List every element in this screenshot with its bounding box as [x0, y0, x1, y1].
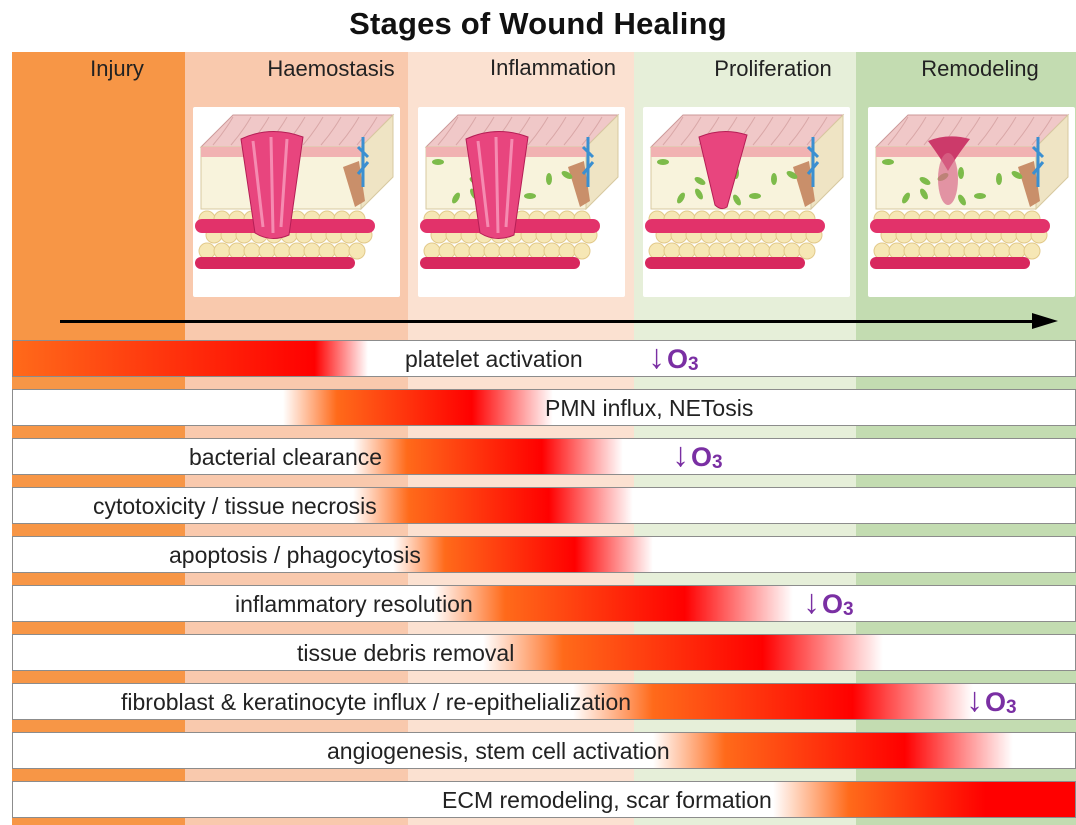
process-bar-gradient	[653, 733, 1013, 768]
ozone-decrease-marker: ↓O3	[803, 582, 854, 622]
process-bar: cytotoxicity / tissue necrosis	[12, 487, 1076, 524]
process-bar-gradient	[393, 537, 653, 572]
process-label: cytotoxicity / tissue necrosis	[93, 488, 377, 524]
process-bar: fibroblast & keratinocyte influx / re-ep…	[12, 683, 1076, 720]
stage-label-remodeling: Remodeling	[875, 56, 1076, 82]
ozone-symbol: O	[822, 589, 843, 619]
process-label: ECM remodeling, scar formation	[442, 782, 772, 818]
process-label: inflammatory resolution	[235, 586, 473, 622]
down-arrow-icon: ↓	[672, 436, 689, 474]
ozone-subscript: 3	[712, 452, 723, 473]
process-label: tissue debris removal	[297, 635, 514, 671]
down-arrow-icon: ↓	[966, 681, 983, 719]
process-label: platelet activation	[405, 341, 583, 377]
process-label: fibroblast & keratinocyte influx / re-ep…	[121, 684, 631, 720]
process-bar-gradient	[283, 390, 553, 425]
diagram-title: Stages of Wound Healing	[0, 6, 1076, 42]
process-label: apoptosis / phagocytosis	[169, 537, 421, 573]
skin-illustration-inflammation	[418, 107, 625, 297]
down-arrow-icon: ↓	[648, 338, 665, 376]
stage-label-injury: Injury	[12, 56, 222, 82]
process-bar-gradient	[573, 684, 973, 719]
stage-label-haemostasis: Haemostasis	[226, 56, 436, 82]
skin-illustration-remodeling	[868, 107, 1075, 297]
stage-label-inflammation: Inflammation	[448, 55, 658, 81]
timeline-arrow-line	[60, 320, 1035, 323]
skin-illustration-haemostasis	[193, 107, 400, 297]
ozone-symbol: O	[985, 687, 1006, 717]
process-label: angiogenesis, stem cell activation	[327, 733, 670, 769]
ozone-subscript: 3	[688, 354, 699, 375]
process-bar-gradient	[483, 635, 883, 670]
ozone-decrease-marker: ↓O3	[966, 680, 1017, 720]
process-bar: angiogenesis, stem cell activation	[12, 732, 1076, 769]
process-bar-gradient	[13, 341, 368, 376]
process-bar-gradient	[773, 782, 1076, 817]
skin-illustration-proliferation	[643, 107, 850, 297]
process-bar: bacterial clearance	[12, 438, 1076, 475]
ozone-subscript: 3	[843, 599, 854, 620]
process-label: bacterial clearance	[189, 439, 382, 475]
process-bar-gradient	[433, 586, 793, 621]
process-bar: tissue debris removal	[12, 634, 1076, 671]
ozone-subscript: 3	[1006, 697, 1017, 718]
process-bar: PMN influx, NETosis	[12, 389, 1076, 426]
ozone-symbol: O	[667, 344, 688, 374]
ozone-decrease-marker: ↓O3	[648, 337, 699, 377]
process-bar: apoptosis / phagocytosis	[12, 536, 1076, 573]
process-bar: inflammatory resolution	[12, 585, 1076, 622]
process-bar-gradient	[353, 439, 623, 474]
timeline-arrowhead	[1032, 313, 1058, 329]
process-bar: platelet activation	[12, 340, 1076, 377]
ozone-symbol: O	[691, 442, 712, 472]
process-label: PMN influx, NETosis	[545, 390, 753, 426]
down-arrow-icon: ↓	[803, 583, 820, 621]
ozone-decrease-marker: ↓O3	[672, 435, 723, 475]
stage-label-proliferation: Proliferation	[668, 56, 878, 82]
process-bar-gradient	[353, 488, 633, 523]
process-bar: ECM remodeling, scar formation	[12, 781, 1076, 818]
